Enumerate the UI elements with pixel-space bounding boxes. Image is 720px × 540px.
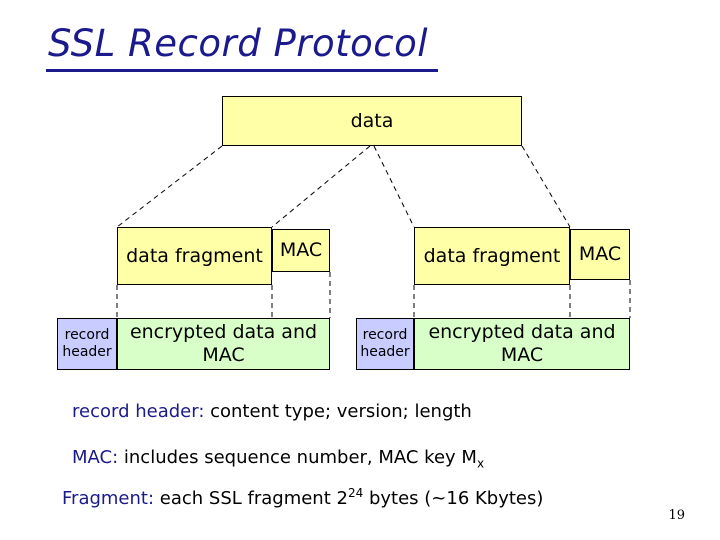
connector-data-left-fragment-end (271, 145, 371, 228)
page-number: 19 (668, 508, 685, 523)
note-fragment-text-a: each SSL fragment 2 (154, 488, 348, 509)
note-mac: MAC: includes sequence number, MAC key M… (72, 447, 484, 471)
left-encrypted-box: encrypted data and MAC (117, 318, 330, 370)
note-fragment-text-b: bytes (~16 Kbytes) (363, 488, 544, 509)
right-data-fragment-box: data fragment (414, 227, 570, 285)
note-record-header: record header: content type; version; le… (72, 401, 472, 422)
data-box: data (222, 96, 522, 146)
note-record-header-key: record header: (72, 401, 205, 422)
left-data-fragment-box: data fragment (117, 227, 272, 285)
note-fragment-superscript: 24 (347, 486, 364, 500)
connector-data-right-fragment-end (521, 145, 571, 228)
title-underline (46, 69, 438, 72)
left-record-header-box: record header (57, 318, 117, 370)
note-mac-subscript: x (476, 456, 485, 471)
right-record-header-box: record header (356, 318, 414, 370)
right-mac-box: MAC (570, 229, 630, 280)
connector-data-left-fragment (116, 145, 223, 228)
page-title: SSL Record Protocol (48, 22, 429, 65)
note-mac-text: includes sequence number, MAC key M (118, 447, 477, 468)
note-fragment: Fragment: each SSL fragment 224 bytes (~… (62, 486, 543, 509)
connector-data-right-fragment (373, 145, 415, 228)
note-mac-key: MAC: (72, 447, 119, 468)
right-encrypted-box: encrypted data and MAC (414, 318, 630, 370)
left-mac-box: MAC (272, 229, 330, 272)
note-fragment-key: Fragment: (62, 488, 155, 509)
note-record-header-text: content type; version; length (204, 401, 472, 422)
